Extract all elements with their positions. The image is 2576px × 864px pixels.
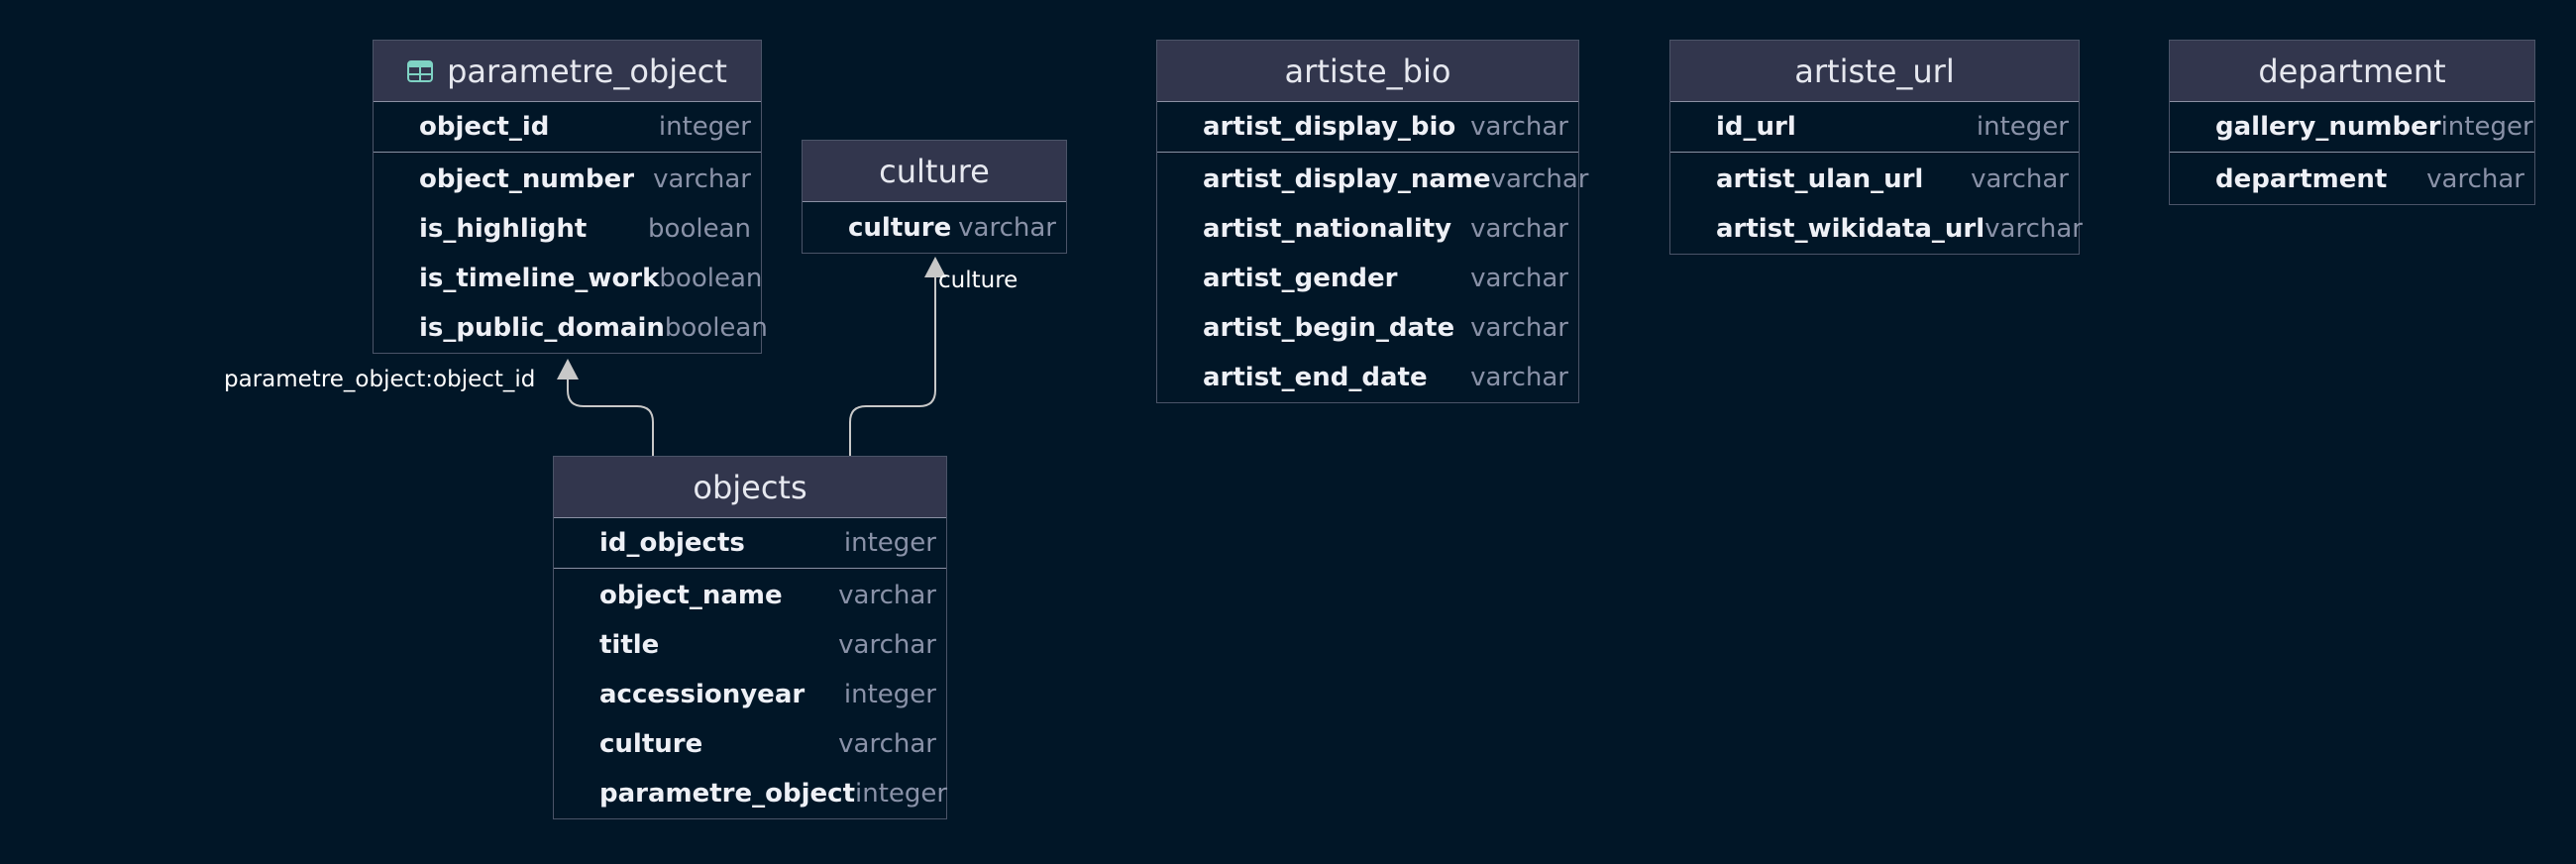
- column-name: object_number: [419, 164, 635, 194]
- table-title: culture: [879, 152, 990, 190]
- edge-objects-to-parametre-object: [567, 377, 654, 456]
- column-name: object_id: [419, 112, 550, 142]
- table-title: department: [2258, 52, 2446, 90]
- table-title: artiste_url: [1794, 52, 1955, 90]
- column-type: varchar: [838, 630, 936, 660]
- table-row[interactable]: is_public_domain boolean: [374, 303, 768, 353]
- column-name: gallery_number: [2215, 112, 2441, 142]
- table-header[interactable]: artiste_url: [1670, 41, 2079, 102]
- column-name: artist_display_name: [1203, 164, 1491, 194]
- table-culture[interactable]: culture culture varchar: [802, 140, 1067, 254]
- table-row[interactable]: object_number varchar: [374, 155, 761, 204]
- column-name: artist_ulan_url: [1716, 164, 1924, 194]
- table-row[interactable]: parametre_object integer: [554, 769, 948, 818]
- table-row[interactable]: culture varchar: [803, 202, 1066, 253]
- table-header[interactable]: parametre_object: [374, 41, 761, 102]
- table-artiste-url[interactable]: artiste_url id_url integer artist_ulan_u…: [1669, 40, 2083, 255]
- table-row[interactable]: artist_display_name varchar: [1157, 155, 1588, 204]
- column-name: artist_wikidata_url: [1716, 214, 1986, 244]
- column-type: integer: [658, 112, 751, 142]
- column-type: integer: [843, 680, 936, 709]
- column-name: object_name: [599, 581, 783, 610]
- table-header[interactable]: department: [2170, 41, 2534, 102]
- table-row[interactable]: gallery_number integer: [2170, 102, 2534, 153]
- table-row[interactable]: culture varchar: [554, 719, 946, 769]
- table-row[interactable]: id_objects integer: [554, 518, 946, 569]
- column-type: varchar: [1470, 112, 1568, 142]
- table-row[interactable]: artist_nationality varchar: [1157, 204, 1578, 254]
- table-row[interactable]: id_url integer: [1670, 102, 2079, 153]
- table-row[interactable]: artist_wikidata_url varchar: [1670, 204, 2083, 254]
- column-type: varchar: [1470, 313, 1568, 343]
- column-type: integer: [1976, 112, 2069, 142]
- table-row[interactable]: artist_end_date varchar: [1157, 353, 1578, 402]
- column-type: varchar: [958, 212, 1056, 243]
- table-row[interactable]: department varchar: [2170, 155, 2534, 204]
- table-parametre-object[interactable]: parametre_object object_id integer objec…: [373, 40, 768, 354]
- column-name: is_highlight: [419, 214, 588, 244]
- table-title: artiste_bio: [1284, 52, 1451, 90]
- column-type: varchar: [1490, 164, 1589, 194]
- table-objects[interactable]: objects id_objects integer object_name v…: [553, 456, 947, 819]
- table-row[interactable]: title varchar: [554, 620, 946, 670]
- table-header[interactable]: objects: [554, 457, 946, 518]
- table-row[interactable]: artist_gender varchar: [1157, 254, 1578, 303]
- relation-label-culture: culture: [938, 268, 1019, 293]
- column-type: varchar: [838, 729, 936, 759]
- column-type: boolean: [664, 313, 768, 343]
- column-name: id_url: [1716, 112, 1796, 142]
- column-name: artist_gender: [1203, 264, 1398, 293]
- table-row[interactable]: accessionyear integer: [554, 670, 946, 719]
- table-row[interactable]: artist_begin_date varchar: [1157, 303, 1578, 353]
- column-type: varchar: [1470, 214, 1568, 244]
- column-name: accessionyear: [599, 680, 805, 709]
- column-type: varchar: [1470, 264, 1568, 293]
- edge-objects-to-culture: [849, 275, 936, 456]
- column-type: integer: [843, 528, 936, 558]
- column-name: is_timeline_work: [419, 264, 660, 293]
- column-name: artist_begin_date: [1203, 313, 1455, 343]
- table-title: objects: [693, 468, 807, 506]
- column-type: boolean: [659, 264, 763, 293]
- column-name: title: [599, 630, 660, 660]
- column-name: culture: [599, 729, 703, 759]
- table-row[interactable]: artist_ulan_url varchar: [1670, 155, 2079, 204]
- table-artiste-bio[interactable]: artiste_bio artist_display_bio varchar a…: [1156, 40, 1588, 403]
- column-type: varchar: [1971, 164, 2069, 194]
- column-name: department: [2215, 164, 2388, 194]
- table-row[interactable]: object_name varchar: [554, 571, 946, 620]
- column-type: varchar: [2426, 164, 2524, 194]
- column-type: varchar: [1985, 214, 2083, 244]
- table-header[interactable]: artiste_bio: [1157, 41, 1578, 102]
- column-name: artist_display_bio: [1203, 112, 1456, 142]
- column-type: integer: [855, 779, 948, 809]
- column-type: boolean: [648, 214, 751, 244]
- table-row[interactable]: object_id integer: [374, 102, 761, 153]
- edge-arrowhead-parametre-object: [557, 359, 579, 379]
- table-row[interactable]: artist_display_bio varchar: [1157, 102, 1578, 153]
- column-type: varchar: [838, 581, 936, 610]
- column-type: varchar: [653, 164, 751, 194]
- column-name: artist_nationality: [1203, 214, 1452, 244]
- relation-label-parametre-object: parametre_object:object_id: [224, 367, 536, 392]
- table-row[interactable]: is_timeline_work boolean: [374, 254, 763, 303]
- table-row[interactable]: is_highlight boolean: [374, 204, 761, 254]
- column-name: artist_end_date: [1203, 363, 1428, 392]
- column-name: is_public_domain: [419, 313, 665, 343]
- table-title: parametre_object: [447, 52, 727, 90]
- column-name: id_objects: [599, 528, 745, 558]
- column-type: integer: [2440, 112, 2533, 142]
- column-name: parametre_object: [599, 779, 855, 809]
- table-department[interactable]: department gallery_number integer depart…: [2169, 40, 2535, 205]
- column-type: varchar: [1470, 363, 1568, 392]
- table-icon: [407, 59, 434, 82]
- column-name: culture: [848, 212, 952, 243]
- table-header[interactable]: culture: [803, 141, 1066, 202]
